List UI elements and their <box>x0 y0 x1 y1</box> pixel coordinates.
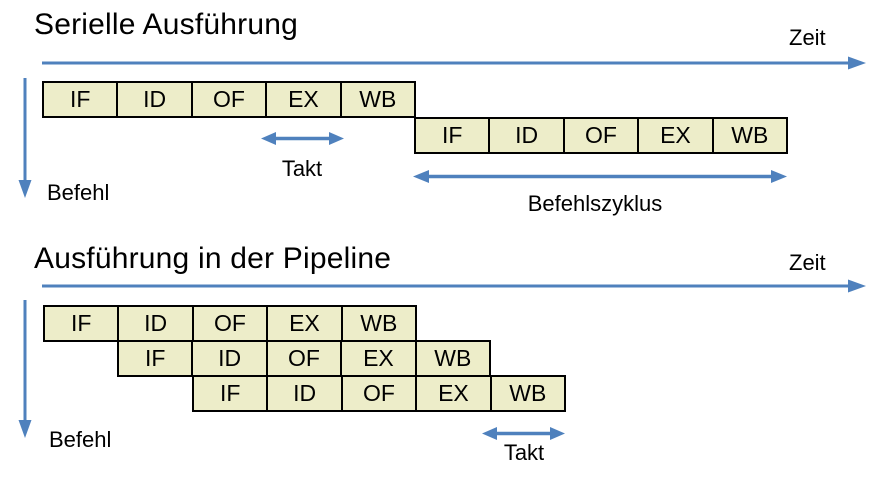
serial-clock-span-arrow <box>261 132 344 145</box>
pipeline-instruction-2-row: IF ID OF EX WB <box>117 340 491 377</box>
stage-cell-of: OF <box>191 307 266 340</box>
stage-cell-id: ID <box>116 83 190 116</box>
pipeline-time-axis-label: Zeit <box>789 250 826 275</box>
serial-instruction-2-row: IF ID OF EX WB <box>414 117 788 154</box>
stage-cell-wb: WB <box>414 342 489 375</box>
stage-cell-ex: EX <box>266 307 340 340</box>
pipeline-clock-span-arrow <box>482 427 565 440</box>
stage-cell-of: OF <box>265 342 340 375</box>
stage-cell-if: IF <box>441 122 463 148</box>
stage-cell-ex: EX <box>340 342 414 375</box>
stage-cell-wb: WB <box>339 83 414 116</box>
stage-cell-ex: EX <box>265 83 339 116</box>
stage-cell-ex: EX <box>637 119 711 152</box>
stage-cell-if: IF <box>70 310 92 336</box>
stage-cell-id: ID <box>266 377 340 410</box>
instruction-cycle-span-arrow <box>413 170 787 183</box>
stage-cell-if: IF <box>144 345 166 371</box>
serial-instruction-1-row: IF ID OF EX WB <box>42 81 416 118</box>
stage-cell-wb: WB <box>711 119 786 152</box>
pipeline-instruction-1-row: IF ID OF EX WB <box>43 305 417 342</box>
pipeline-instruction-axis-arrow <box>18 300 32 438</box>
serial-clock-label: Takt <box>281 156 323 181</box>
stage-cell-wb: WB <box>489 377 564 410</box>
pipeline-clock-label: Takt <box>503 440 545 465</box>
serial-section-title: Serielle Ausführung <box>34 8 298 41</box>
stage-cell-id: ID <box>191 342 265 375</box>
serial-time-axis-label: Zeit <box>789 25 826 50</box>
stage-cell-if: IF <box>69 86 91 112</box>
stage-cell-if: IF <box>219 380 241 406</box>
serial-instruction-axis-arrow <box>18 78 32 198</box>
serial-time-axis-arrow <box>42 56 866 70</box>
pipeline-instruction-axis-label: Befehl <box>49 427 112 452</box>
pipeline-instruction-3-row: IF ID OF EX WB <box>192 375 566 412</box>
serial-instruction-axis-label: Befehl <box>47 180 110 205</box>
stage-cell-of: OF <box>340 377 415 410</box>
stage-cell-id: ID <box>488 119 562 152</box>
stage-cell-of: OF <box>190 83 265 116</box>
instruction-cycle-label: Befehlszyklus <box>527 191 663 216</box>
pipeline-section-title: Ausführung in der Pipeline <box>34 242 392 275</box>
stage-cell-ex: EX <box>415 377 489 410</box>
stage-cell-of: OF <box>562 119 637 152</box>
stage-cell-wb: WB <box>340 307 415 340</box>
stage-cell-id: ID <box>117 307 191 340</box>
pipeline-time-axis-arrow <box>42 279 866 293</box>
